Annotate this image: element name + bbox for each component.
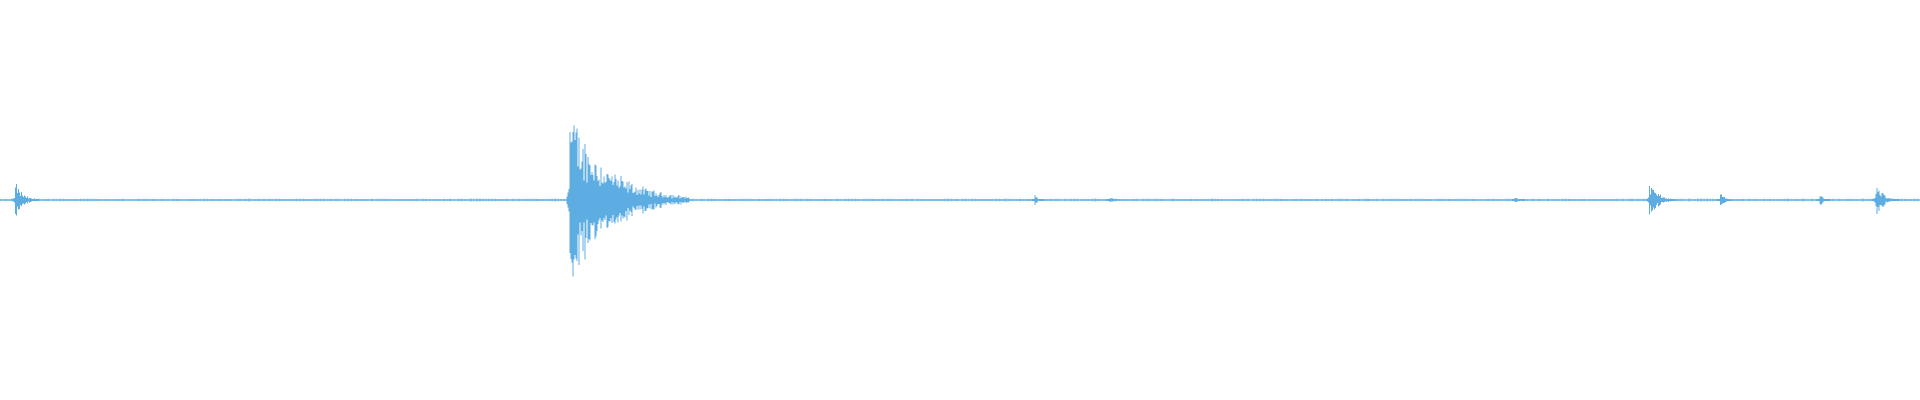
waveform-burst <box>11 184 39 216</box>
waveform-burst <box>1816 196 1830 205</box>
waveform-noise <box>0 198 1918 202</box>
waveform-burst <box>1106 198 1120 202</box>
waveform-burst <box>1716 194 1732 205</box>
waveform-burst <box>1872 188 1900 214</box>
waveform-burst <box>1645 185 1676 215</box>
waveform-burst <box>566 125 690 277</box>
waveform-burst <box>1031 195 1045 205</box>
waveform-burst <box>1511 197 1525 203</box>
waveform-bursts <box>0 125 1918 277</box>
